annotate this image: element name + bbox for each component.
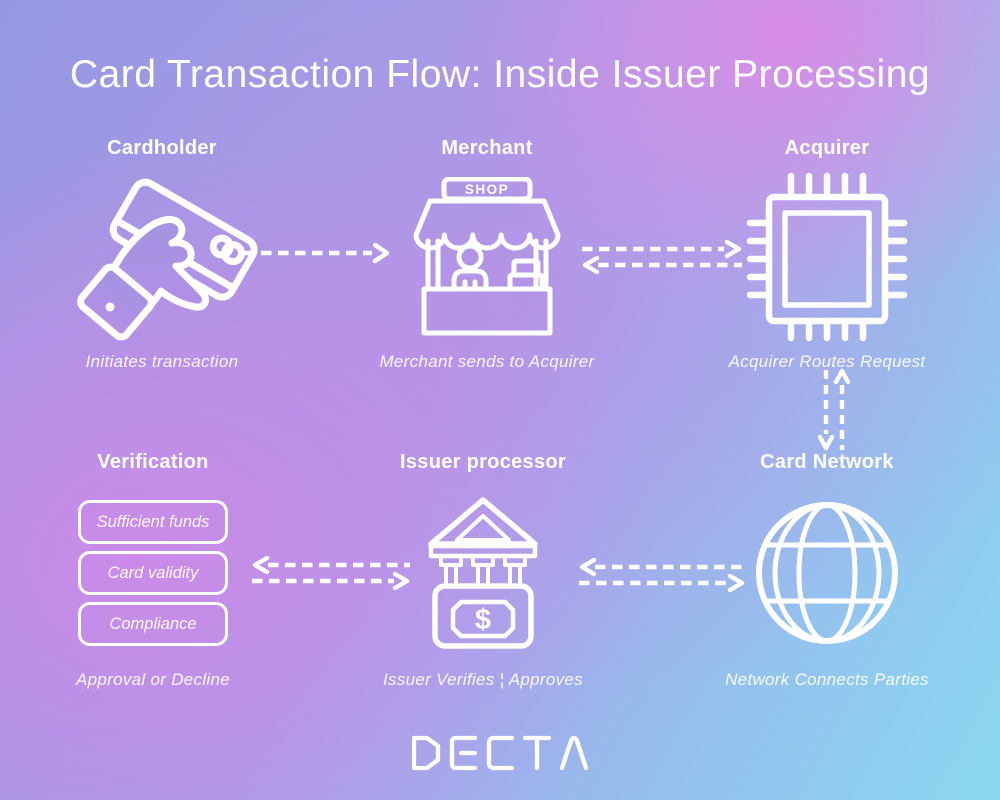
node-cardholder: Cardholder: [37, 136, 287, 372]
issuer-processor-label: Issuer processor: [400, 451, 566, 473]
brand-name: DECTA: [0, 0, 1, 1]
check-compliance: Compliance: [78, 602, 228, 646]
card-network-label: Card Network: [760, 451, 894, 473]
merchant-label: Merchant: [441, 137, 533, 159]
processor-chip-icon: [745, 164, 909, 350]
decta-logo-icon: [412, 735, 588, 771]
page-title: Card Transaction Flow: Inside Issuer Pro…: [69, 53, 931, 97]
hand-holding-card-icon: [65, 164, 260, 350]
node-merchant: Merchant SHOP: [362, 136, 612, 372]
acquirer-label: Acquirer: [784, 137, 870, 159]
verification-label: Verification: [97, 451, 209, 473]
arrow-acquirer-cardnetwork-bidirectional: [818, 368, 850, 451]
cardholder-caption: Initiates transaction: [85, 352, 239, 371]
verification-caption: Approval or Decline: [75, 670, 231, 689]
node-verification: Verification Sufficient funds Card valid…: [28, 450, 278, 690]
merchant-caption: Merchant sends to Acquirer: [379, 352, 595, 371]
shop-stall-icon: SHOP: [412, 164, 562, 350]
node-card-network: Card Network Network Connects Parties: [702, 450, 952, 690]
card-network-caption: Network Connects Parties: [725, 670, 929, 689]
node-acquirer: Acquirer Acquirer Routes Request: [702, 136, 952, 372]
dollar-sign: $: [475, 604, 491, 636]
issuer-processor-caption: Issuer Verifies ¦ Approves: [383, 670, 583, 689]
acquirer-caption: Acquirer Routes Request: [728, 352, 926, 371]
arrow-cardnetwork-issuer-bidirectional: [579, 558, 745, 592]
verification-checks: Sufficient funds Card validity Complianc…: [78, 478, 228, 668]
check-card-validity: Card validity: [78, 551, 228, 595]
arrow-issuer-verification-bidirectional: [252, 556, 410, 590]
shop-sign-text: SHOP: [465, 182, 509, 197]
arrow-cardholder-to-merchant: [244, 242, 390, 264]
arrow-merchant-acquirer-bidirectional: [582, 240, 742, 274]
cardholder-label: Cardholder: [107, 137, 217, 159]
globe-icon: [752, 478, 902, 668]
node-issuer-processor: Issuer processor $ Issuer: [358, 450, 608, 690]
bank-money-icon: $: [423, 478, 543, 668]
check-sufficient-funds: Sufficient funds: [78, 500, 228, 544]
